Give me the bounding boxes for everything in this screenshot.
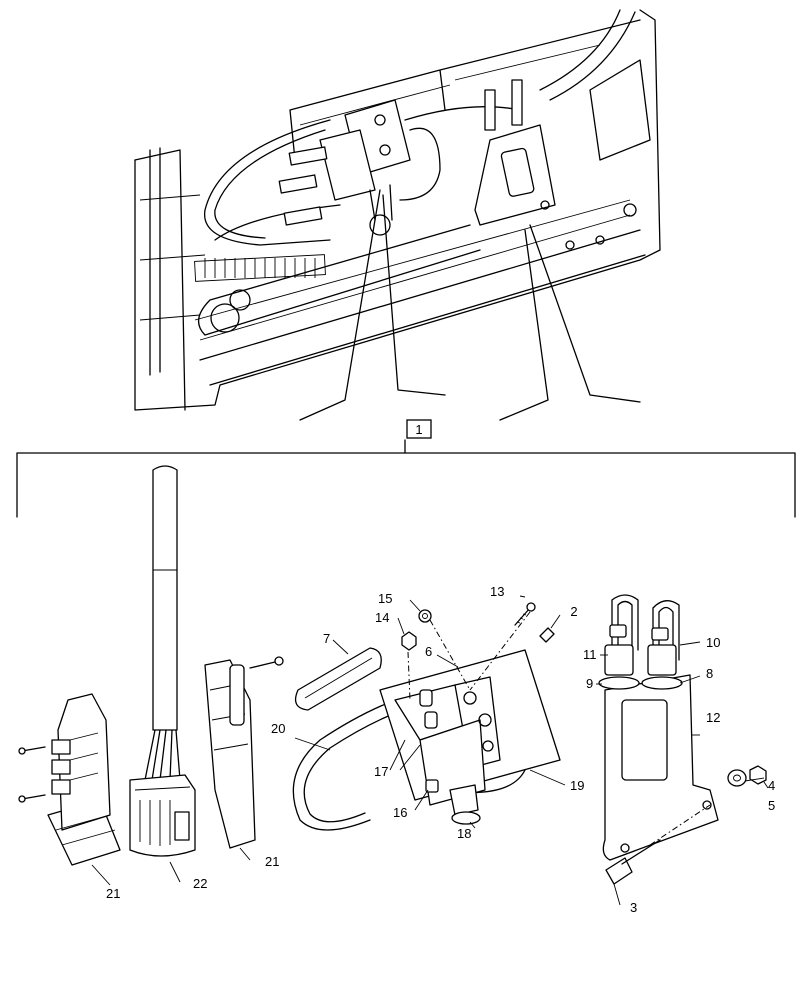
connector-housing-left (18, 693, 121, 866)
callout-20: 20 (271, 721, 285, 736)
callout-8: 8 (706, 666, 713, 681)
group-label: 1 (415, 422, 422, 437)
valve-assembly (379, 649, 561, 825)
part-7-sleeve (294, 647, 382, 711)
spring-coil (194, 254, 326, 282)
callout-17: 17 (374, 764, 388, 779)
callout-6: 6 (425, 644, 432, 659)
connector-housing-right (204, 656, 284, 849)
callout-4: 4 (768, 778, 775, 793)
callout-19: 19 (570, 778, 584, 793)
leader-lines (91, 595, 769, 906)
callout-12: 12 (706, 710, 720, 725)
callout-9: 9 (586, 676, 593, 691)
callout-14: 14 (375, 610, 389, 625)
callout-10: 10 (706, 635, 720, 650)
callout-11: 11 (583, 647, 597, 662)
callout-13: 13 (490, 584, 504, 599)
callout-21-left: 21 (106, 886, 120, 901)
callout-15: 15 (378, 591, 392, 606)
callout-labels: 2 3 4 5 6 7 8 9 10 11 12 13 14 15 16 17 … (106, 584, 775, 915)
group-label-box (406, 419, 432, 439)
bracket-assembly (598, 594, 767, 885)
group-bracket: 1 (16, 419, 796, 518)
callout-22: 22 (193, 876, 207, 891)
machine-assembly-view (134, 9, 661, 421)
callout-21-right: 21 (265, 854, 279, 869)
callout-7: 7 (323, 631, 330, 646)
cable-connector-assembly (129, 465, 196, 857)
callout-3: 3 (630, 900, 637, 915)
callout-5: 5 (768, 798, 775, 813)
callout-18: 18 (457, 826, 471, 841)
callout-16: 16 (393, 805, 407, 820)
callout-2: 2 (570, 604, 577, 619)
small-fasteners (401, 602, 555, 701)
